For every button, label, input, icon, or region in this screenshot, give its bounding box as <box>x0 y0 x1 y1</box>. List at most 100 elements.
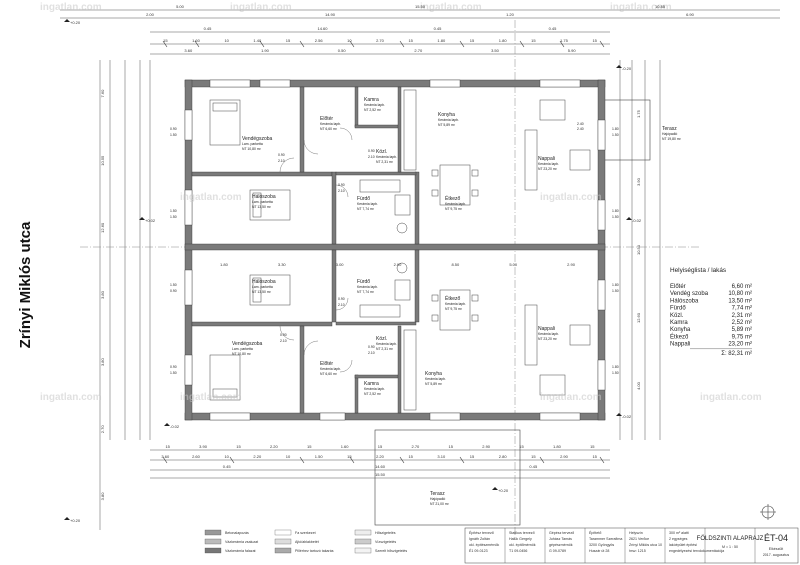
dim-window: 1.80 <box>612 365 619 369</box>
level-value: +0.20 <box>70 518 81 523</box>
dim-top-wall: 0.45 <box>434 26 443 31</box>
sheet-title: FÖLDSZINTI ALAPRAJZ <box>697 535 764 542</box>
legend-label: Fa szerkezet <box>295 531 316 535</box>
dim-left: 3.80 <box>100 290 105 299</box>
terrace-area: NT 19,80 m² <box>662 137 682 141</box>
dim-bottom-overall: 15.50 <box>375 472 386 477</box>
dim-door: 2.10 <box>338 303 345 307</box>
titleblock-line: Haluk Gergely <box>509 537 532 541</box>
dim-window: 1.50 <box>170 215 177 219</box>
titleblock-line: Huszár út 28 <box>589 549 609 553</box>
room-area: NT 23,20 m² <box>538 167 558 171</box>
dim-door: 2.10 <box>280 339 287 343</box>
room-name: Vendégszoba <box>232 341 263 347</box>
room-floor: Kerámia lapb. <box>425 377 446 381</box>
level-value: -0.02 <box>632 218 642 223</box>
dim-top-wall: 0.45 <box>204 26 213 31</box>
dim-top-openings: 15 <box>408 38 413 43</box>
dim-bottom-openings: 15 <box>519 444 524 449</box>
level-marker-icon <box>64 517 70 520</box>
schedule-room-name: Előtér <box>670 284 686 290</box>
room-area: NT 7,74 m² <box>357 290 375 294</box>
dim-bottom-wall: 0.45 <box>529 464 538 469</box>
legend-label: Vázkerámia falazat <box>225 549 256 553</box>
dim-middle: 1.80 <box>220 262 229 267</box>
legend-swatch <box>354 547 372 554</box>
room-name: Kamra <box>364 381 379 387</box>
legend-swatch <box>274 547 292 554</box>
level-marker-icon <box>616 65 622 68</box>
titleblock-line: É1 09-0123 <box>469 548 488 553</box>
dim-bottom-rooms: 15 <box>531 454 536 459</box>
watermark: ingatlan.com <box>230 2 292 13</box>
room-area: NT 23,20 m² <box>538 337 558 341</box>
schedule-room-name: Közl. <box>670 313 684 319</box>
dim-top-openings: 10 <box>347 38 352 43</box>
terrace-top <box>599 99 651 161</box>
titleblock-line: Helyszín <box>629 531 643 535</box>
dim-top-openings: 2.56 <box>315 38 324 43</box>
dim-window: 0.90 <box>170 365 177 369</box>
titleblock-line: 2621 Verőce <box>629 537 649 541</box>
dim-top-secondary: 1.20 <box>506 12 515 17</box>
titleblock-line: hrsz: 1215 <box>629 549 646 553</box>
room-floor: Kerámia lapb. <box>445 202 466 206</box>
room-name: Nappali <box>538 326 555 332</box>
dim-top-overall: 15.50 <box>415 4 426 9</box>
dim-bottom-openings: 15 <box>449 444 454 449</box>
dim-bottom-openings: 3.90 <box>199 444 208 449</box>
legend-label: Ajtó/ablakbetét <box>295 540 319 544</box>
titleblock-line: engedélyezési tervdokumentációja <box>669 549 724 553</box>
level-marker-icon <box>139 217 145 220</box>
sheet-state: Elkészült <box>769 547 783 551</box>
dim-window: 1.50 <box>170 371 177 375</box>
level-value: +0.20 <box>498 488 509 493</box>
level-markers: +0.20+0.02-0.02-0.02+0.20+0.20-0.20-0.02 <box>64 19 642 523</box>
dim-top-secondary: 2.00 <box>146 12 155 17</box>
watermark: ingatlan.com <box>700 392 762 403</box>
level-marker-icon <box>626 217 632 220</box>
dim-window: 1.50 <box>612 215 619 219</box>
room-floor: Kerámia lapb. <box>364 387 385 391</box>
dim-top-openings: 15 <box>470 38 475 43</box>
room-area: NT 9,75 m² <box>445 307 463 311</box>
legend-label: Pillérhez tartozó takarás <box>295 549 334 553</box>
watermark: ingatlan.com <box>40 2 102 13</box>
dim-door: 2.10 <box>278 159 285 163</box>
room-floor: Lam. parketta <box>252 285 273 289</box>
building-walls <box>184 79 606 421</box>
room-name: Hálószoba <box>252 194 276 200</box>
dim-window: 1.80 <box>612 283 619 287</box>
sheet-scale: M = 1 : 50 <box>722 545 738 549</box>
dim-top-openings: 10 <box>224 38 229 43</box>
dim-top-openings: 1.40 <box>253 38 262 43</box>
dim-top-rooms: 3.50 <box>491 48 500 53</box>
watermark: ingatlan.com <box>180 392 242 403</box>
north-arrow-icon <box>760 504 776 520</box>
watermark: ingatlan.com <box>40 392 102 403</box>
titleblock-line: Gépész tervező <box>549 531 574 535</box>
room-area: NT 2,52 m² <box>364 392 382 396</box>
dim-bottom-rooms: 15 <box>347 454 352 459</box>
dim-middle: 5.00 <box>509 262 518 267</box>
legend-swatch <box>354 538 372 545</box>
dim-door: 2.40 <box>577 127 584 131</box>
titleblock-line: Zrínyi Miklós utca 10 <box>629 543 662 547</box>
dim-top-wall: 14.60 <box>317 26 328 31</box>
dim-bottom-openings: 2.90 <box>482 444 491 449</box>
dimension-ticks <box>162 40 605 464</box>
dim-top-overall: 5.00 <box>176 4 185 9</box>
legend-swatch <box>204 529 222 536</box>
dim-door: 2.10 <box>338 189 345 193</box>
schedule-room-name: Kamra <box>670 320 688 326</box>
dim-top-rooms: 0.50 <box>338 48 347 53</box>
street-label: Zrínyi Miklós utca <box>17 221 34 348</box>
schedule-room-name: Hálószoba <box>670 298 699 304</box>
room-name: Fürdő <box>357 279 370 285</box>
watermarks: ingatlan.com ingatlan.com ingatlan.com inga… <box>40 2 762 403</box>
dim-bottom-rooms: 2.90 <box>560 454 569 459</box>
